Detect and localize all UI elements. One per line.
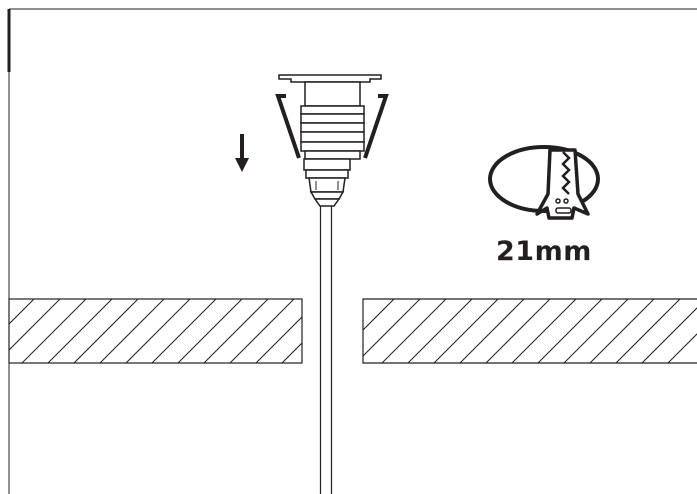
recessed-light-fixture [275,74,389,207]
mounting-surface-left [8,298,303,364]
hole-saw-icon [488,145,600,220]
mounting-surface-right [362,298,697,364]
arrow-down-icon [235,134,249,172]
power-cable [319,205,333,494]
hole-size-label: 21mm [496,236,592,267]
frame-border [7,8,697,494]
